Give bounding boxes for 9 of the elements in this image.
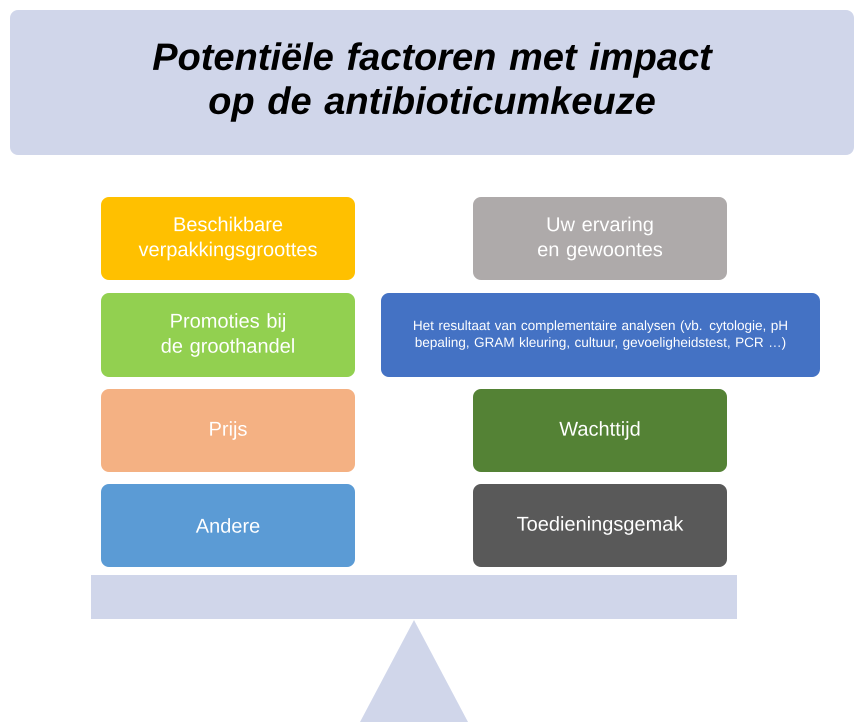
factor-box: Uw ervaring en gewoontes — [473, 197, 727, 280]
factor-box: Beschikbare verpakkingsgroottes — [101, 197, 355, 280]
factor-box: Het resultaat van complementaire analysen (vb. cytologie, pH bepaling, GRAM kleuring, cultuur, gevoeligheidstest, PCR …) — [381, 293, 820, 377]
factor-box: Andere — [101, 484, 355, 567]
factor-box: Promoties bij de groothandel — [101, 293, 355, 377]
factor-box: Wachttijd — [473, 389, 727, 472]
factor-box: Prijs — [101, 389, 355, 472]
title-banner: Potentiële factoren met impact op de antibioticumkeuze — [10, 10, 854, 155]
factor-box: Toedieningsgemak — [473, 484, 727, 567]
